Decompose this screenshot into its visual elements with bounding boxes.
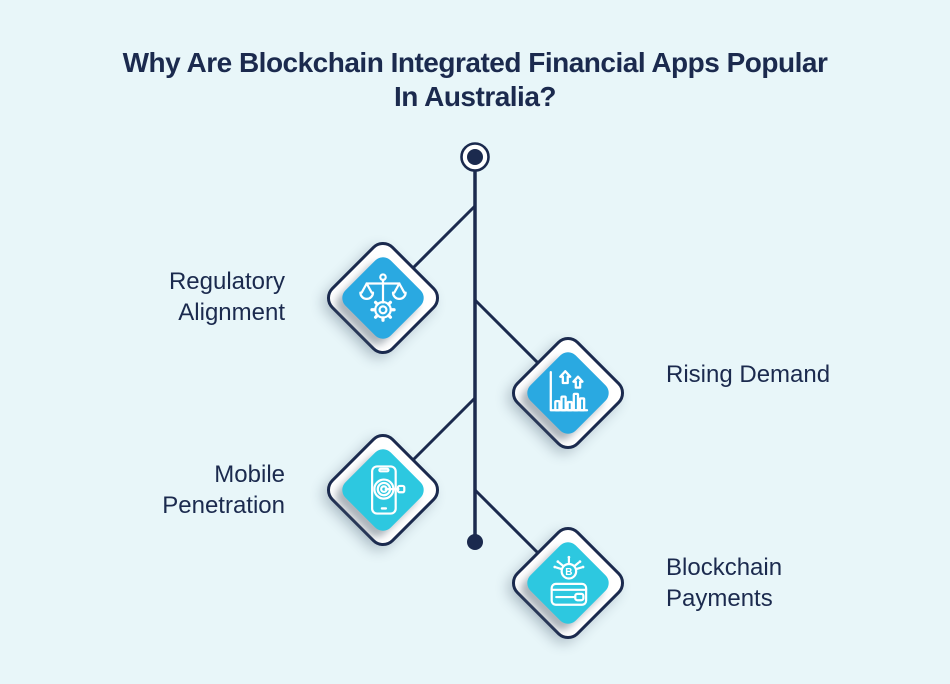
node-blockchain-payments: B: [505, 520, 631, 646]
phone-target-icon: [354, 459, 412, 521]
node-label-blockchain-payments: Blockchain Payments: [666, 554, 783, 612]
timeline-end-dot-icon: [467, 534, 483, 550]
node-mobile-penetration: [320, 427, 446, 553]
page-title: Why Are Blockchain Integrated Financial …: [122, 47, 828, 112]
node-label-regulatory-alignment: Regulatory Alignment: [168, 268, 285, 326]
node-label-rising-demand: Rising Demand: [666, 361, 831, 388]
bitcoin-letter: B: [565, 567, 572, 578]
bar-chart-growth-icon: [539, 362, 597, 424]
scales-gear-icon: [354, 267, 412, 329]
node-rising-demand: [505, 330, 631, 456]
node-label-mobile-penetration: Mobile Penetration: [162, 461, 285, 519]
wallet-bitcoin-icon: B: [539, 555, 597, 614]
timeline-start-dot-icon: [467, 149, 483, 165]
node-regulatory-alignment: [320, 235, 446, 361]
